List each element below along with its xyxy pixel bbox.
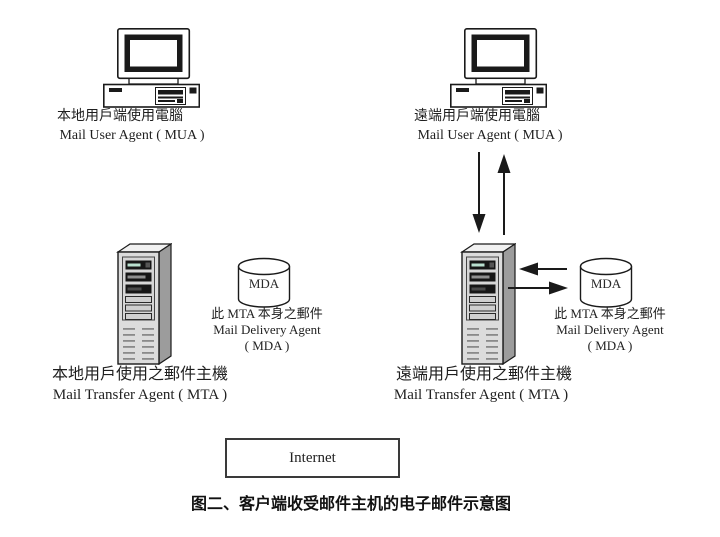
local-mda-desc-abbr: ( MDA ): [244, 338, 290, 353]
desktop-computer-icon: [103, 28, 201, 113]
remote-mta-label-zh: 遠端用戶使用之郵件主機: [395, 366, 572, 383]
local-mda-desc-en: Mail Delivery Agent: [213, 322, 321, 337]
arrow-up-icon: [495, 154, 513, 241]
remote-mda-cylinder-label: MDA: [590, 276, 622, 291]
local-mda-desc-zh: 此 MTA 本身之郵件: [211, 306, 323, 321]
arrow-left-icon: [519, 261, 569, 282]
server-tower-icon: [460, 242, 517, 370]
local-mua-label-zh: 本地用戶端使用電腦: [57, 109, 183, 124]
arrow-down-icon: [470, 152, 488, 239]
remote-mda-desc-zh: 此 MTA 本身之郵件: [554, 306, 666, 321]
server-tower-icon: [116, 242, 173, 370]
remote-mda-desc-en: Mail Delivery Agent: [556, 322, 664, 337]
remote-mda-desc-abbr: ( MDA ): [587, 338, 633, 353]
local-mua-label-en: Mail User Agent ( MUA ): [59, 128, 205, 143]
figure-caption: 图二、客户端收受邮件主机的电子邮件示意图: [190, 496, 511, 513]
internet-box: Internet: [225, 438, 400, 478]
database-cylinder-icon: MDA: [237, 257, 291, 314]
local-mta-label-zh: 本地用戶使用之郵件主機: [51, 366, 228, 383]
remote-mua-label-zh: 遠端用戶端使用電腦: [414, 109, 540, 124]
internet-label: Internet: [289, 449, 336, 466]
remote-mua-label-en: Mail User Agent ( MUA ): [417, 128, 563, 143]
remote-mta-label-en: Mail Transfer Agent ( MTA ): [393, 387, 569, 403]
local-mta-label-en: Mail Transfer Agent ( MTA ): [52, 387, 228, 403]
desktop-computer-icon: [450, 28, 548, 113]
local-mda-cylinder-label: MDA: [248, 276, 280, 291]
arrow-right-icon: [506, 280, 568, 301]
database-cylinder-icon: MDA: [579, 257, 633, 314]
